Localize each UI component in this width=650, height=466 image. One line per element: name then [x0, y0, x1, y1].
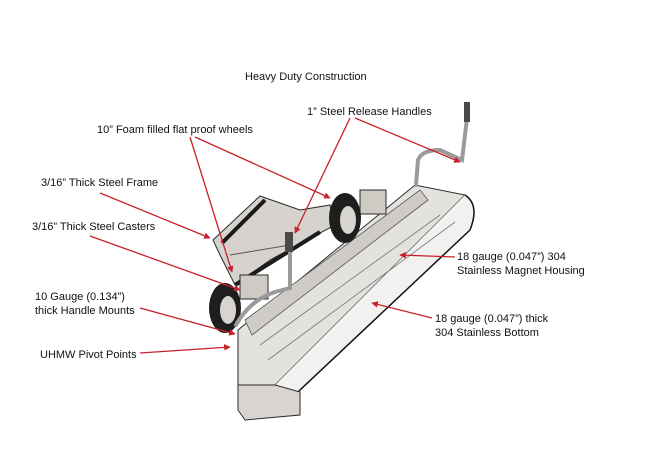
diagram-title: Heavy Duty Construction: [245, 71, 367, 83]
handle-grip: [285, 232, 293, 252]
label-housing-1: 18 gauge (0.047”) 304: [457, 251, 566, 263]
leader-lines: [89, 117, 461, 354]
handle-grip: [464, 102, 470, 122]
caster-left: [209, 274, 269, 333]
label-mounts-1: 10 Gauge (0.134”): [35, 291, 125, 303]
label-frame: 3/16” Thick Steel Frame: [41, 177, 159, 189]
label-housing-2: Stainless Magnet Housing: [457, 265, 585, 277]
release-handles: [234, 108, 470, 327]
label-bottom-1: 18 gauge (0.047”) thick: [435, 313, 549, 325]
caster-right: [329, 189, 387, 243]
label-wheels: 10” Foam filled flat proof wheels: [97, 124, 253, 136]
label-handles: 1” Steel Release Handles: [307, 106, 432, 118]
label-pivot: UHMW Pivot Points: [40, 349, 137, 361]
stainless-bottom: [237, 384, 301, 421]
magnet-housing: [237, 184, 475, 394]
label-casters: 3/16” Thick Steel Casters: [32, 221, 156, 233]
label-mounts-2: thick Handle Mounts: [35, 305, 135, 317]
label-bottom-2: 304 Stainless Bottom: [435, 327, 539, 339]
